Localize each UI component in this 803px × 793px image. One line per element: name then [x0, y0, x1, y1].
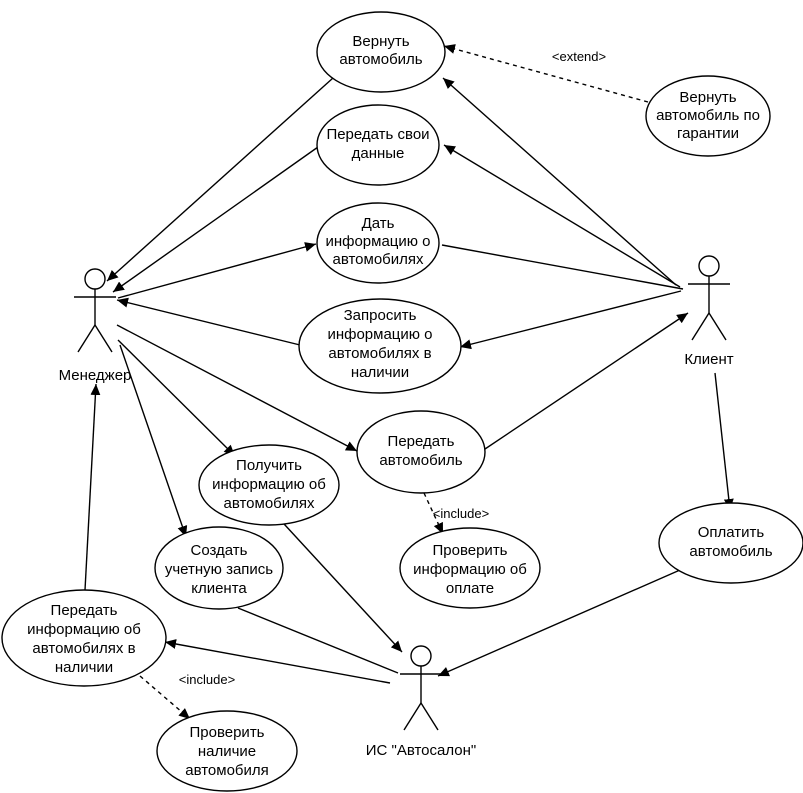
use-case-label: информацию о [327, 326, 432, 343]
use-case-create-account[interactable]: Создать учетную запись клиента [154, 526, 284, 610]
use-case-label: автомобилях [223, 495, 315, 512]
actor-manager-label: Менеджер [59, 367, 132, 384]
actor-head [698, 255, 720, 277]
actor-client[interactable] [688, 255, 730, 341]
arrow-manager-to-transfer-car [116, 324, 358, 452]
use-case-label: автомобиля [185, 762, 269, 779]
arrow-client-to-give-data [443, 144, 681, 288]
use-case-check-payment[interactable]: Проверить информацию об оплате [399, 527, 541, 609]
arrow-warranty-extend-return-car [443, 44, 649, 103]
line-give-info-to-client [441, 244, 684, 290]
include-label-check-availability: <include> [179, 672, 235, 687]
use-case-label: Передать [51, 602, 118, 619]
use-case-label: Проверить [189, 724, 264, 741]
arrow-manager-to-give-info [117, 242, 317, 299]
actor-leg-right [94, 324, 113, 353]
arrow-manager-to-get-info [117, 339, 236, 457]
actor-leg-right [420, 702, 439, 731]
arrow-return-car-to-manager [106, 77, 334, 282]
actor-leg-left [691, 312, 710, 341]
use-case-transfer-info[interactable]: Передать информацию об автомобилях в нал… [1, 589, 167, 687]
use-case-pay-car[interactable]: Оплатить автомобиль [658, 502, 803, 584]
extend-label: <extend> [552, 49, 606, 64]
use-case-label: наличии [351, 364, 409, 381]
use-case-label: клиента [191, 580, 247, 597]
actor-leg-left [77, 324, 96, 353]
arrow-request-info-to-manager [116, 297, 301, 346]
use-case-label: гарантии [677, 125, 739, 142]
use-case-label: данные [352, 145, 405, 162]
use-case-label: автомобиль по [656, 107, 760, 124]
use-case-label: Запросить [344, 307, 417, 324]
actor-system[interactable] [400, 645, 442, 731]
use-case-return-car[interactable]: Вернуть автомобиль [316, 11, 446, 93]
use-case-label: Вернуть [352, 33, 409, 50]
actor-leg-left [403, 702, 422, 731]
use-case-request-info[interactable]: Запросить информацию о автомобилях в нал… [298, 298, 462, 394]
use-case-label: Получить [236, 457, 302, 474]
use-case-label: автомобиль [339, 51, 422, 68]
use-case-label: Создать [190, 542, 247, 559]
actor-client-label: Клиент [684, 351, 733, 368]
stereotype-labels: <extend> <include> <include> [179, 49, 606, 687]
use-case-get-info[interactable]: Получить информацию об автомобилях [198, 444, 340, 526]
actor-leg-right [708, 312, 727, 341]
arrow-client-to-request-info [459, 290, 682, 350]
use-case-return-warranty[interactable]: Вернуть автомобиль по гарантии [645, 75, 771, 157]
arrow-transfer-car-to-client [484, 312, 689, 450]
arrow-system-to-transfer-info [164, 639, 391, 684]
use-case-label: информацию об [413, 561, 527, 578]
arrow-client-to-return-car [442, 77, 677, 286]
arrow-transfer-info-to-manager [84, 383, 101, 591]
include-label-check-payment: <include> [433, 506, 489, 521]
use-case-label: наличие [198, 743, 256, 760]
actor-manager[interactable] [74, 268, 116, 353]
use-case-label: Проверить [432, 542, 507, 559]
use-case-label: Передать свои [326, 126, 429, 143]
arrow-manager-to-create-account [119, 344, 188, 538]
use-case-give-info[interactable]: Дать информацию о автомобилях [316, 202, 440, 284]
arrow-client-to-pay-car [714, 372, 734, 511]
use-case-label: автомобилях в [32, 640, 135, 657]
actor-system-label: ИС "Автосалон" [366, 742, 477, 759]
use-case-label: Дать [362, 215, 395, 232]
use-case-label: автомобилях в [328, 345, 431, 362]
arrow-pay-car-to-system [437, 569, 681, 677]
use-case-label: автомобиль [689, 543, 772, 560]
actor-head [84, 268, 106, 290]
use-case-label: учетную запись [165, 561, 273, 578]
use-case-label: Передать [388, 433, 455, 450]
use-case-give-data[interactable]: Передать свои данные [316, 104, 440, 186]
line-create-account-to-system [237, 607, 399, 674]
arrow-give-data-to-manager [112, 146, 319, 293]
use-case-label: автомобилях [332, 251, 424, 268]
use-case-label: информацию о [325, 233, 430, 250]
use-case-label: информацию об [212, 476, 326, 493]
use-case-label: автомобиль [379, 452, 462, 469]
use-case-label: оплате [446, 580, 494, 597]
actor-head [410, 645, 432, 667]
use-case-transfer-car[interactable]: Передать автомобиль [356, 410, 486, 494]
arrow-transfer-info-include-check-availability [139, 675, 191, 720]
use-case-label: наличии [55, 659, 113, 676]
use-case-label: Оплатить [698, 524, 765, 541]
connectors [84, 44, 734, 720]
use-case-check-availability[interactable]: Проверить наличие автомобиля [156, 710, 298, 792]
use-case-label: информацию об [27, 621, 141, 638]
arrow-get-info-to-system [272, 511, 403, 653]
use-case-label: Вернуть [679, 89, 736, 106]
